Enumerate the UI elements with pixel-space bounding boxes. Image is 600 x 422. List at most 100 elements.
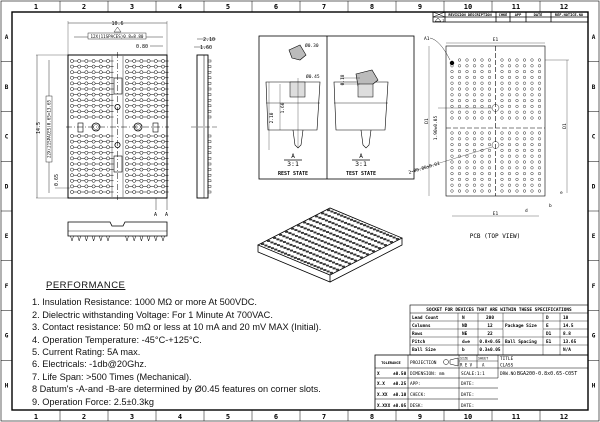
pcb-pad [523, 189, 527, 193]
iso-contact [351, 236, 355, 239]
contact [139, 184, 144, 189]
pcb-pad [530, 81, 534, 85]
iso-contact [337, 219, 341, 222]
iso-contact [332, 267, 336, 270]
iso-contact [277, 250, 281, 252]
iso-contact [323, 269, 327, 271]
iso-contact [300, 259, 304, 262]
pcb-pad [488, 160, 492, 164]
pcb-pad [515, 93, 519, 97]
pcb-pad [458, 58, 462, 62]
iso-contact [326, 231, 330, 234]
pcb-pad [465, 131, 469, 135]
iso-contact [282, 241, 286, 243]
pcb-pad [500, 104, 504, 108]
iso-contact [343, 216, 347, 218]
iso-contact [383, 244, 387, 246]
contact [153, 184, 158, 189]
pin [125, 235, 129, 242]
contact [106, 167, 110, 172]
contact [91, 178, 96, 183]
contact [84, 59, 89, 63]
pin [207, 104, 212, 108]
iso-contact [312, 219, 316, 222]
iso-contact [357, 233, 361, 236]
iso-contact [297, 230, 301, 233]
zone-column-bottom: 8 [370, 413, 374, 421]
pcb-pad [473, 137, 477, 141]
zone-column-top: 9 [418, 3, 422, 11]
contact [84, 103, 89, 108]
iso-contact [346, 251, 350, 253]
iso-contact [353, 259, 357, 262]
test-scale: 3:1 [355, 160, 367, 168]
contact [91, 139, 96, 144]
iso-contact [326, 237, 330, 239]
pcb-pad [480, 172, 484, 176]
iso-contact [313, 265, 317, 267]
pcb-pad [500, 183, 504, 187]
pcb-pad [450, 116, 454, 120]
iso-contact [313, 231, 317, 234]
contact [106, 184, 110, 189]
iso-contact [323, 241, 327, 244]
pin [207, 173, 212, 177]
iso-contact [333, 245, 337, 248]
tolerance-value: ±0.10 [393, 392, 407, 398]
iso-contact [328, 254, 332, 257]
contact [70, 139, 74, 144]
test-section-label: A [359, 153, 363, 160]
contact [84, 178, 89, 183]
contact [77, 87, 82, 91]
iso-contact [305, 244, 309, 247]
contact [70, 92, 74, 97]
pcb-pad [523, 148, 527, 152]
pcb-pad [515, 137, 519, 141]
pcb-pad [515, 154, 519, 158]
contact [153, 87, 158, 91]
dim-pitch-y: 22X(21SPACES)0.65=13.65 [47, 100, 52, 158]
contact [153, 150, 158, 155]
iso-contact [309, 252, 313, 254]
contact [77, 150, 82, 155]
pcb-pad [538, 166, 542, 170]
contact [91, 59, 96, 63]
contact [161, 109, 165, 114]
zone-column-bottom: 1 [34, 413, 38, 421]
contact [98, 115, 103, 119]
iso-contact [320, 267, 324, 270]
contact [125, 167, 129, 172]
contact [146, 162, 151, 166]
contact [84, 156, 89, 161]
contact [125, 150, 129, 155]
class-label: CLASS [500, 363, 514, 369]
contact [91, 75, 96, 80]
scale-label: SCALE:1:1 [461, 371, 485, 377]
spec-dim-symbol: E [546, 323, 549, 329]
pcb-pad [473, 75, 477, 79]
pcb-pad [508, 75, 512, 79]
pcb-pad [508, 172, 512, 176]
iso-contact [289, 243, 293, 246]
contact [91, 162, 96, 166]
iso-contact [322, 229, 326, 232]
pcb-pad [488, 99, 492, 103]
pcb-pad [530, 131, 534, 135]
contact [91, 134, 96, 138]
rev-header-chke: CHKE [499, 13, 508, 17]
pcb-pad [500, 58, 504, 62]
contact [77, 59, 82, 63]
pcb-pad [488, 143, 492, 147]
pcb-pad [538, 148, 542, 152]
contact [84, 115, 89, 119]
contact [98, 134, 103, 138]
spec-param: Ball Size [412, 347, 436, 353]
contact [77, 167, 82, 172]
dim-edge: 0.80 [136, 44, 148, 50]
pcb-pad [515, 87, 519, 91]
contact [161, 162, 165, 166]
zone-column-bottom: 4 [178, 413, 182, 421]
pcb-pad [488, 110, 492, 114]
dim-small: 0.65 [54, 174, 60, 186]
spec-symbol: b [462, 347, 465, 353]
